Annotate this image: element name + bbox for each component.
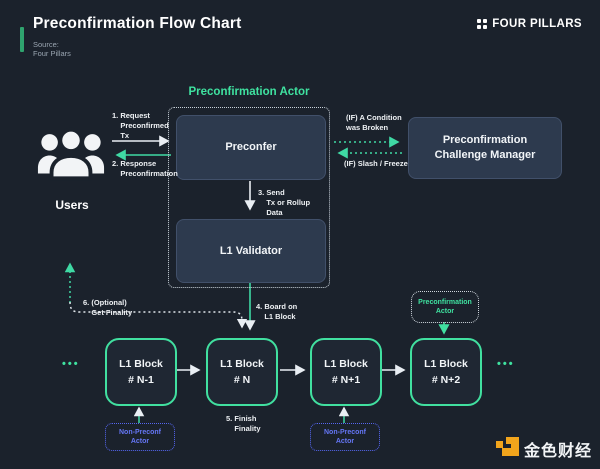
l1-block-n-plus-2: L1 Block# N+2 xyxy=(410,338,482,406)
step-3-label: 3. Send Tx or Rollup Data xyxy=(258,188,311,217)
source-caption: Source: Four Pillars xyxy=(33,40,71,58)
page-title: Preconfirmation Flow Chart xyxy=(33,15,242,32)
challenge-manager-node: Preconfirmation Challenge Manager xyxy=(408,117,562,179)
four-pillars-brand: FOUR PILLARS xyxy=(477,18,582,30)
step-1-label: 1. Request Preconfirmed Tx xyxy=(112,111,169,140)
jinse-watermark-text: 金色财经 xyxy=(523,443,592,460)
source-value: Four Pillars xyxy=(33,49,71,58)
preconfer-node: Preconfer xyxy=(176,115,326,180)
non-preconf-actor-left: Non-Preconf Actor xyxy=(105,423,175,451)
non-preconf-actor-right: Non-Preconf Actor xyxy=(310,423,380,451)
step-6-label: 6. (Optional) Get Finality xyxy=(83,298,133,317)
l1-block-n: L1 Block# N xyxy=(206,338,278,406)
jinse-watermark: 金色财经 xyxy=(495,437,592,461)
if-condition-broken-label: (IF) A Condition was Broken xyxy=(346,113,402,132)
l1-block-n-1: L1 Block# N-1 xyxy=(105,338,177,406)
users-icon xyxy=(37,127,105,181)
l1-validator-node: L1 Validator xyxy=(176,219,326,283)
chain-ellipsis-left: ••• xyxy=(62,358,80,370)
if-slash-freeze-label: (IF) Slash / Freeze xyxy=(344,159,408,168)
users-label: Users xyxy=(55,198,89,212)
chain-ellipsis-right: ••• xyxy=(497,358,515,370)
step-2-label: 2. Response Preconfirmation xyxy=(112,159,178,178)
preconfirmation-actor-title: Preconfirmation Actor xyxy=(188,86,310,98)
preconfirmation-actor-badge: Preconfirmation Actor xyxy=(411,291,479,323)
step-4-label: 4. Board on L1 Block xyxy=(256,302,298,321)
jinse-logo-icon xyxy=(495,437,519,456)
l1-block-n-plus-1: L1 Block# N+1 xyxy=(310,338,382,406)
preconfirmation-actor-container xyxy=(168,107,330,288)
four-pillars-logo-icon xyxy=(477,19,488,29)
title-accent-bar xyxy=(20,27,24,52)
source-label: Source: xyxy=(33,40,59,49)
step-5-label: 5. Finish Finality xyxy=(226,414,261,433)
brand-text: FOUR PILLARS xyxy=(492,18,582,30)
